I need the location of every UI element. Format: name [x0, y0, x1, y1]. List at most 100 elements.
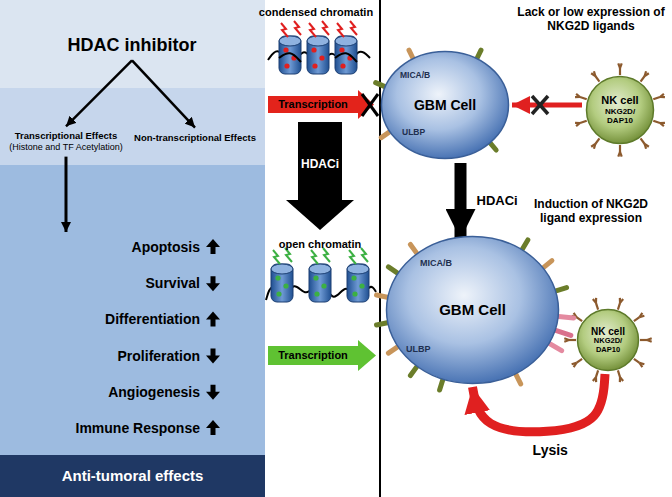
- decor-line: [440, 380, 443, 391]
- effect-item: Apoptosis: [132, 239, 200, 255]
- cross-mark: [362, 94, 378, 116]
- arrow-head: [358, 340, 376, 371]
- decor-line: [596, 303, 598, 310]
- decor-line: [376, 83, 385, 87]
- cross-mark: [362, 94, 378, 116]
- charge-bolt: [323, 248, 330, 262]
- nucleosome: [307, 36, 329, 74]
- block-cross: [532, 96, 548, 114]
- charge-bolt: [350, 21, 357, 35]
- charge-bolt: [322, 21, 329, 35]
- effect-detail: (Histone and TF Acetylation): [9, 142, 122, 152]
- nkg2d-receptors: [575, 63, 665, 156]
- decor-line: [641, 76, 645, 82]
- effect-item: Differentiation: [105, 311, 200, 327]
- decor-line: [580, 97, 587, 99]
- decor-line: [516, 374, 521, 384]
- acetyl-dot: [359, 283, 364, 288]
- decor-line: [645, 73, 649, 76]
- panel-caption: Induction of NKG2D ligand expression: [515, 198, 667, 226]
- decor-line: [641, 138, 645, 144]
- decor-line: [640, 316, 645, 317]
- down-arrow: [206, 276, 220, 291]
- panel-band: [0, 0, 265, 88]
- ligand-label: ULBP: [406, 344, 431, 354]
- acetyl-dot: [284, 63, 289, 68]
- panel-band: [0, 165, 265, 455]
- nkg2d-receptors: [564, 298, 651, 382]
- effect-item: Immune Response: [76, 420, 200, 436]
- effect-title: Transcriptional Effects: [15, 131, 117, 142]
- effect-title: Non-transcriptional Effects: [134, 133, 256, 144]
- decor-line: [410, 367, 416, 376]
- decor-line: [595, 76, 599, 82]
- decor-line: [388, 347, 397, 353]
- block-arrow: [286, 122, 354, 230]
- decor-line: [595, 298, 597, 303]
- effect-box: Non-transcriptional Effects: [131, 131, 259, 146]
- connector-arrow: [455, 163, 467, 239]
- decor-line: [576, 359, 582, 363]
- ligand-label: ULBP: [402, 128, 425, 138]
- decor-line: [647, 340, 652, 342]
- decor-line: [381, 132, 389, 138]
- nucleosome: [309, 264, 331, 302]
- node-title: HDAC inhibitor: [68, 35, 197, 56]
- cell-name: GBM Cell: [414, 97, 476, 113]
- acetyl-dot: [311, 47, 316, 52]
- connector-arrow: [512, 103, 582, 108]
- panel-caption: open chromatin: [279, 238, 362, 251]
- blocked-arrow-bar: Transcription: [268, 96, 358, 113]
- up-arrow: [206, 420, 220, 435]
- decor-line: [660, 96, 665, 98]
- effect-item: Angiogenesis: [108, 384, 200, 400]
- decor-line: [653, 121, 660, 123]
- circle-body: [587, 77, 654, 144]
- arrow-label: HDACi: [301, 158, 339, 172]
- nucleosome-top: [271, 264, 293, 274]
- receptor-name: NKG2D/ DAP10: [600, 107, 640, 125]
- decor-line: [591, 144, 595, 147]
- trend-arrows: [206, 239, 220, 435]
- band-text: Anti-tumoral effects: [62, 467, 204, 484]
- decor-line: [596, 370, 598, 377]
- cell-name: GBM Cell: [439, 301, 506, 318]
- acetyl-dot: [321, 283, 326, 288]
- decor-line: [556, 288, 566, 291]
- decor-line: [576, 317, 582, 321]
- decor-line: [377, 295, 388, 297]
- circle-body: [578, 310, 639, 371]
- charge-bolt: [309, 23, 316, 37]
- up-arrow: [206, 311, 220, 326]
- nucleosome-top: [309, 264, 331, 274]
- decor-line: [550, 344, 562, 351]
- nucleosome: [279, 36, 301, 74]
- tumor-cell: GBM Cell: [385, 235, 560, 385]
- effect-item: Survival: [146, 275, 200, 291]
- decor-line: [572, 363, 577, 364]
- decor-line: [620, 299, 623, 303]
- nucleosome-top: [335, 36, 357, 46]
- decor-line: [559, 316, 574, 318]
- nucleosome-top: [279, 36, 301, 46]
- effect-box: Transcriptional Effects(Histone and TF A…: [6, 129, 125, 154]
- down-arrow: [206, 385, 220, 400]
- nucleosome: [347, 264, 369, 302]
- acetyl-dot: [319, 55, 324, 60]
- ligand-label: MICA/B: [400, 71, 430, 81]
- arrow-text: Transcription: [278, 349, 348, 362]
- ligand-label: MICA/B: [420, 258, 452, 268]
- charge-bolt: [285, 248, 292, 262]
- decor-line: [618, 152, 620, 157]
- block-cross: [532, 96, 548, 114]
- connector-arrow: [64, 157, 67, 232]
- acetyl-dot: [283, 283, 288, 288]
- nk-cell: NK cellNKG2D/ DAP10: [576, 308, 640, 372]
- decor-line: [377, 323, 388, 325]
- decor-line: [556, 330, 571, 335]
- connector-arrow: [473, 374, 606, 432]
- panel-caption: Lack or low expression of NKG2D ligands: [515, 6, 667, 34]
- tumor-cell: GBM Cell: [380, 50, 510, 160]
- edge-label: HDACi: [477, 194, 518, 209]
